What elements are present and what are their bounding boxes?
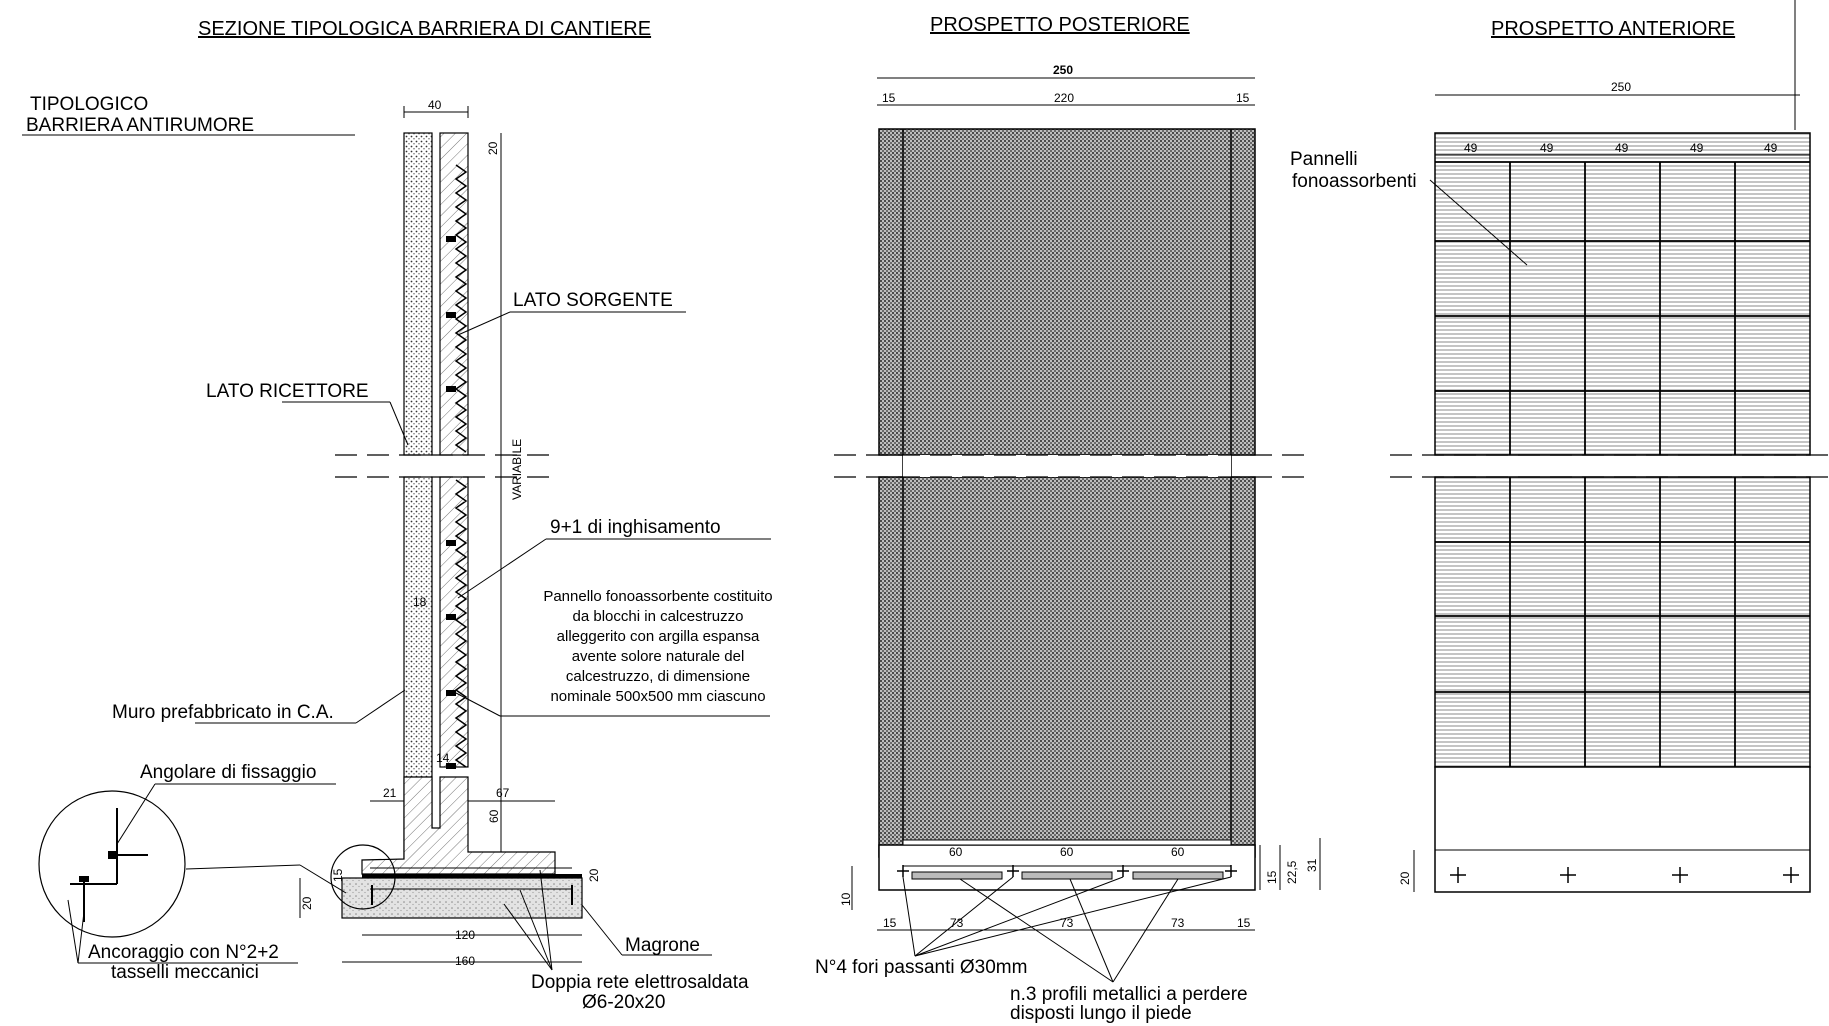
label-lato-ricettore: LATO RICETTORE [206,381,369,402]
label-rete-1: Doppia rete elettrosaldata [531,972,749,993]
label-muro: Muro prefabbricato in C.A. [112,702,334,723]
label-angolare: Angolare di fissaggio [140,762,316,783]
label-inghisamento: 9+1 di inghisamento [550,517,721,538]
rear-bdim-73-2: 73 [1060,916,1074,930]
rear-slot-dim-1: 60 [949,845,963,859]
label-ancoraggio-1: Ancoraggio con N°2+2 [88,942,279,963]
front-col-dim-3: 49 [1615,141,1629,155]
typology-line-1: TIPOLOGICO [30,94,148,115]
rear-footing [878,844,1256,891]
absorber-profile-upper [454,164,468,453]
front-col-dim-5: 49 [1764,141,1778,155]
detail-circle-small [330,844,396,910]
label-rete-2: Ø6-20x20 [582,992,665,1013]
detail-circle-large [38,790,186,938]
rear-title: PROSPETTO POSTERIORE [930,14,1190,36]
dim-67: 67 [496,786,510,800]
dim-60: 60 [487,809,501,823]
panel-note: Pannello fonoassorbente costituito da bl… [455,588,773,717]
label-lato-sorgente: LATO SORGENTE [513,290,673,311]
section-view: SEZIONE TIPOLOGICA BARRIERA DI CANTIERE … [22,18,773,1013]
front-title: PROSPETTO ANTERIORE [1491,18,1735,40]
typology-line-2: BARRIERA ANTIRUMORE [26,115,254,136]
front-grid [1435,161,1810,767]
variabile-label: VARIABILE [510,439,524,500]
profile-3 [1132,871,1224,880]
rear-holes [897,865,1237,877]
rear-dim-15-right: 15 [1236,91,1250,105]
break-lines-front [1390,454,1829,478]
front-anchor-marks [1450,867,1799,883]
rear-view: PROSPETTO POSTERIORE 250 15 220 15 60 60… [815,14,1321,1024]
label-profili-2: disposti lungo il piede [1010,1003,1192,1024]
wall-receiver-side-upper [403,132,433,456]
fori-leaders [902,876,1232,957]
label-fori: N°4 fori passanti Ø30mm [815,957,1027,978]
label-profili-1: n.3 profili metallici a perdere [1010,984,1248,1005]
rear-bdim-15-left: 15 [883,916,897,930]
break-lines-rear [834,454,1305,478]
rear-slot-dim-3: 60 [1171,845,1185,859]
panel-note-line-5: calcestruzzo, di dimensione [566,668,750,685]
panel-note-line-3: alleggerito con argilla espansa [557,628,760,645]
dim-top-width: 40 [403,98,469,118]
panel-note-line-1: Pannello fonoassorbente costituito [543,588,772,605]
dim-160: 160 [455,954,475,968]
break-lines-section [335,454,550,478]
rear-dim-h22-5: 22,5 [1285,860,1299,884]
profile-1 [911,871,1003,880]
rear-dim-h31: 31 [1305,858,1319,872]
label-magrone: Magrone [625,935,700,956]
rear-dim-15-left: 15 [882,91,896,105]
dim-120: 120 [455,928,475,942]
label-pannelli-1: Pannelli [1290,149,1358,170]
panel-note-line-2: da blocchi in calcestruzzo [573,608,744,625]
rear-dim-250: 250 [1053,63,1073,77]
front-col-dim-2: 49 [1540,141,1554,155]
magrone-block [341,877,583,919]
dim-20-right: 20 [587,868,601,882]
absorber-profile-lower [454,479,468,768]
label-pannelli-2: fonoassorbenti [1292,171,1417,192]
dim-14: 14 [436,751,450,765]
dim-20-left: 20 [300,896,314,910]
dim-20-top: 20 [486,141,500,155]
rear-bdim-15-right: 15 [1237,916,1251,930]
rear-slot-dim-2: 60 [1060,845,1074,859]
profile-2 [1021,871,1113,880]
rear-dim-h15: 15 [1265,870,1279,884]
rear-dim-h10: 10 [839,892,853,906]
rear-panel-upper [878,128,1256,456]
section-title: SEZIONE TIPOLOGICA BARRIERA DI CANTIERE [198,18,651,40]
label-ancoraggio-2: tasselli meccanici [111,962,259,983]
front-dim-h20: 20 [1398,871,1412,885]
panel-note-line-6: nominale 500x500 mm ciascuno [550,688,765,705]
profili-leaders [959,878,1179,983]
panel-note-line-4: avente solore naturale del [572,648,745,665]
rear-panel-lower [878,476,1256,858]
front-panel-upper [1434,132,1811,456]
dim-15: 15 [331,868,345,882]
front-col-dim-4: 49 [1690,141,1704,155]
dim-40: 40 [428,98,442,112]
rear-bdim-73-3: 73 [1171,916,1185,930]
front-dim-250: 250 [1611,80,1631,94]
dim-21: 21 [383,786,397,800]
front-panel-lower [1434,476,1811,768]
dim-18: 18 [413,595,427,609]
front-footing [1434,766,1811,893]
front-col-dim-1: 49 [1464,141,1478,155]
rear-dim-220: 220 [1054,91,1074,105]
front-view: PROSPETTO ANTERIORE 250 49 49 [1290,0,1829,893]
wall-core-upper [439,132,469,456]
